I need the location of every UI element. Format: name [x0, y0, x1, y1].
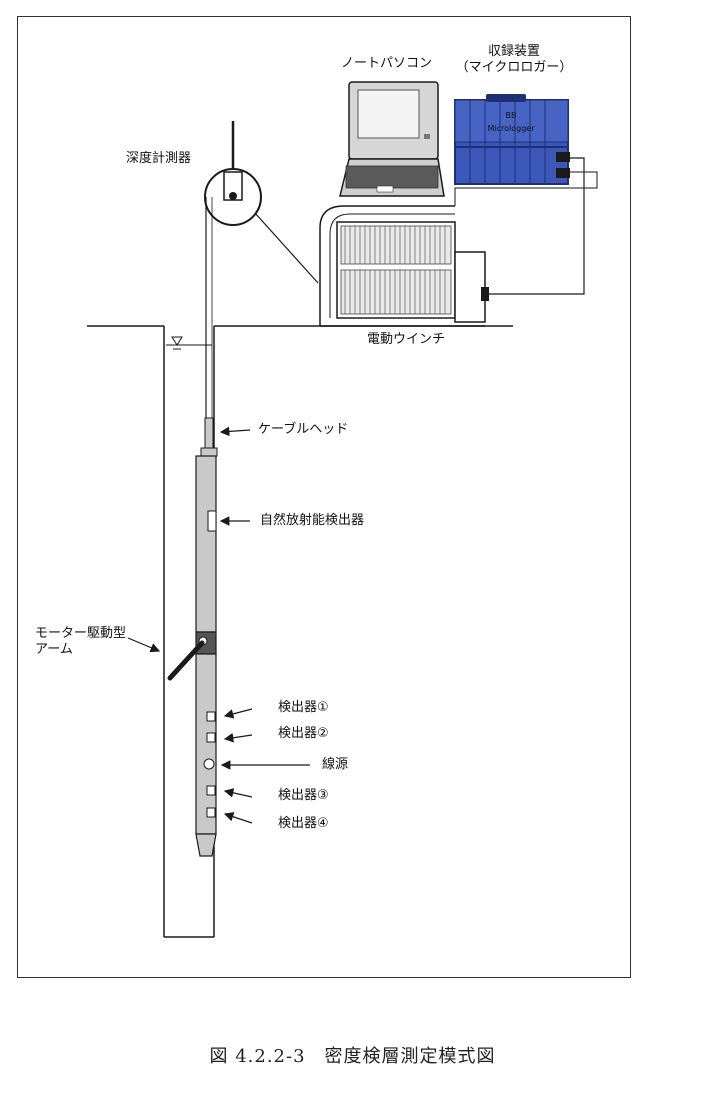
- detector-4-window: [206, 807, 216, 818]
- figure-frame: [17, 16, 631, 978]
- cable-head-label: ケーブルヘッド: [258, 422, 349, 437]
- recorder-panel-name-text: Micrologger: [487, 124, 535, 133]
- water-level-symbol: [166, 336, 212, 350]
- detector-2-window: [206, 732, 216, 743]
- logging-tool: [167, 417, 218, 857]
- motor-arm-label-line2: アーム: [35, 642, 73, 657]
- electric-winch: [319, 205, 489, 327]
- motor-arm: [167, 640, 205, 681]
- logging-cable: [205, 197, 319, 418]
- recorder-label-line1: 収録装置: [487, 44, 540, 59]
- electric-winch-label: 電動ウインチ: [367, 332, 446, 347]
- recorder-label: 収録装置 （マイクロロガー）: [444, 44, 584, 76]
- figure-caption: 図 4.2.2-3 密度検層測定模式図: [209, 1046, 496, 1067]
- detector-3-label: 検出器③: [278, 788, 329, 803]
- cable-head-arrow: [219, 426, 251, 437]
- motor-arm-label-line1: モーター駆動型: [35, 626, 127, 641]
- detector-3-arrow: [223, 788, 253, 798]
- detector-4-label: 検出器④: [278, 816, 329, 831]
- recorder-panel-top-text: BB: [506, 111, 517, 120]
- radiation-source-marker: [203, 758, 215, 770]
- detector-1-arrow: [223, 708, 253, 719]
- gamma-detector-label: 自然放射能検出器: [260, 513, 365, 528]
- detector-3-window: [206, 785, 216, 796]
- gamma-detector-window: [207, 510, 217, 532]
- motor-arm-arrow: [127, 637, 161, 653]
- depth-counter-sheave: [204, 121, 262, 226]
- recorder-label-line2: （マイクロロガー）: [455, 60, 573, 75]
- notebook-pc-label: ノートパソコン: [341, 56, 433, 71]
- winch-recorder-cable: [454, 157, 598, 295]
- detector-2-label: 検出器②: [278, 726, 329, 741]
- depth-counter-label: 深度計測器: [126, 151, 192, 166]
- notebook-pc: [339, 81, 445, 197]
- motor-arm-label: モーター駆動型 アーム: [35, 626, 126, 658]
- detector-1-label: 検出器①: [278, 700, 329, 715]
- radiation-source-label: 線源: [322, 757, 349, 772]
- detector-4-arrow: [223, 812, 253, 824]
- detector-2-arrow: [223, 733, 253, 743]
- detector-1-window: [206, 711, 216, 722]
- recorder-micrologger: BB Micrologger: [454, 94, 570, 185]
